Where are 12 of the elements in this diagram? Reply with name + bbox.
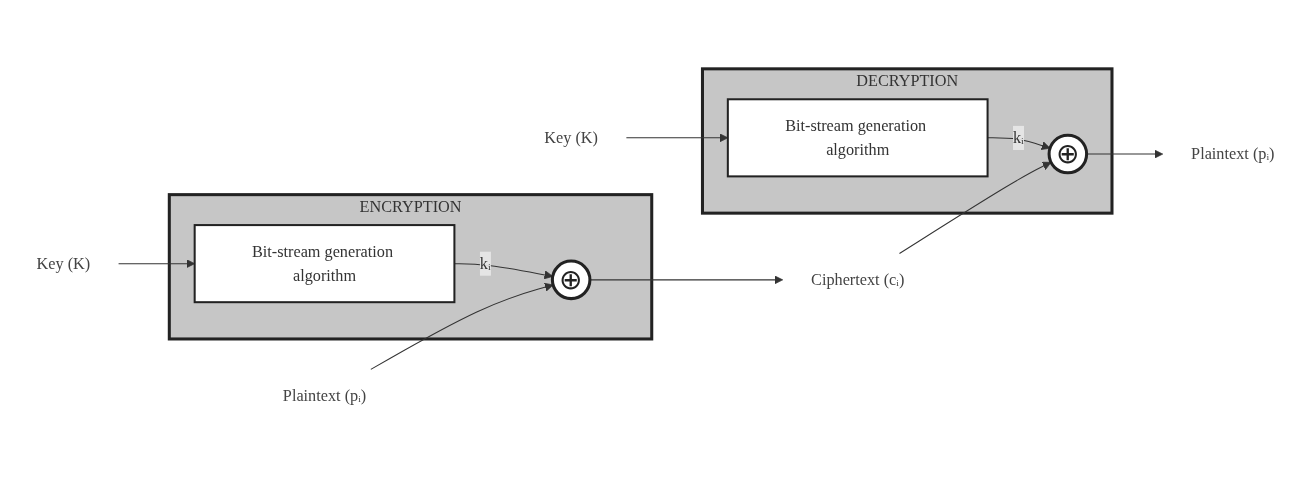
node-box: Bit-stream generation algorithm	[193, 224, 456, 304]
node-circle: ⊕	[1047, 133, 1089, 175]
edge-label: kᵢ	[479, 254, 491, 272]
node-text: Plaintext (pᵢ)	[1191, 144, 1275, 163]
node-text: Ciphertext (cᵢ)	[811, 270, 905, 288]
node-box: Bit-stream generation algorithm	[726, 98, 989, 178]
node-text: Key (K)	[36, 254, 91, 272]
node-text: Key (K)	[544, 128, 598, 146]
arrow	[898, 161, 1052, 254]
node-text: Plaintext (pᵢ)	[282, 386, 367, 404]
node-circle: ⊕	[550, 259, 592, 301]
edge-label: kᵢ	[1012, 128, 1024, 146]
